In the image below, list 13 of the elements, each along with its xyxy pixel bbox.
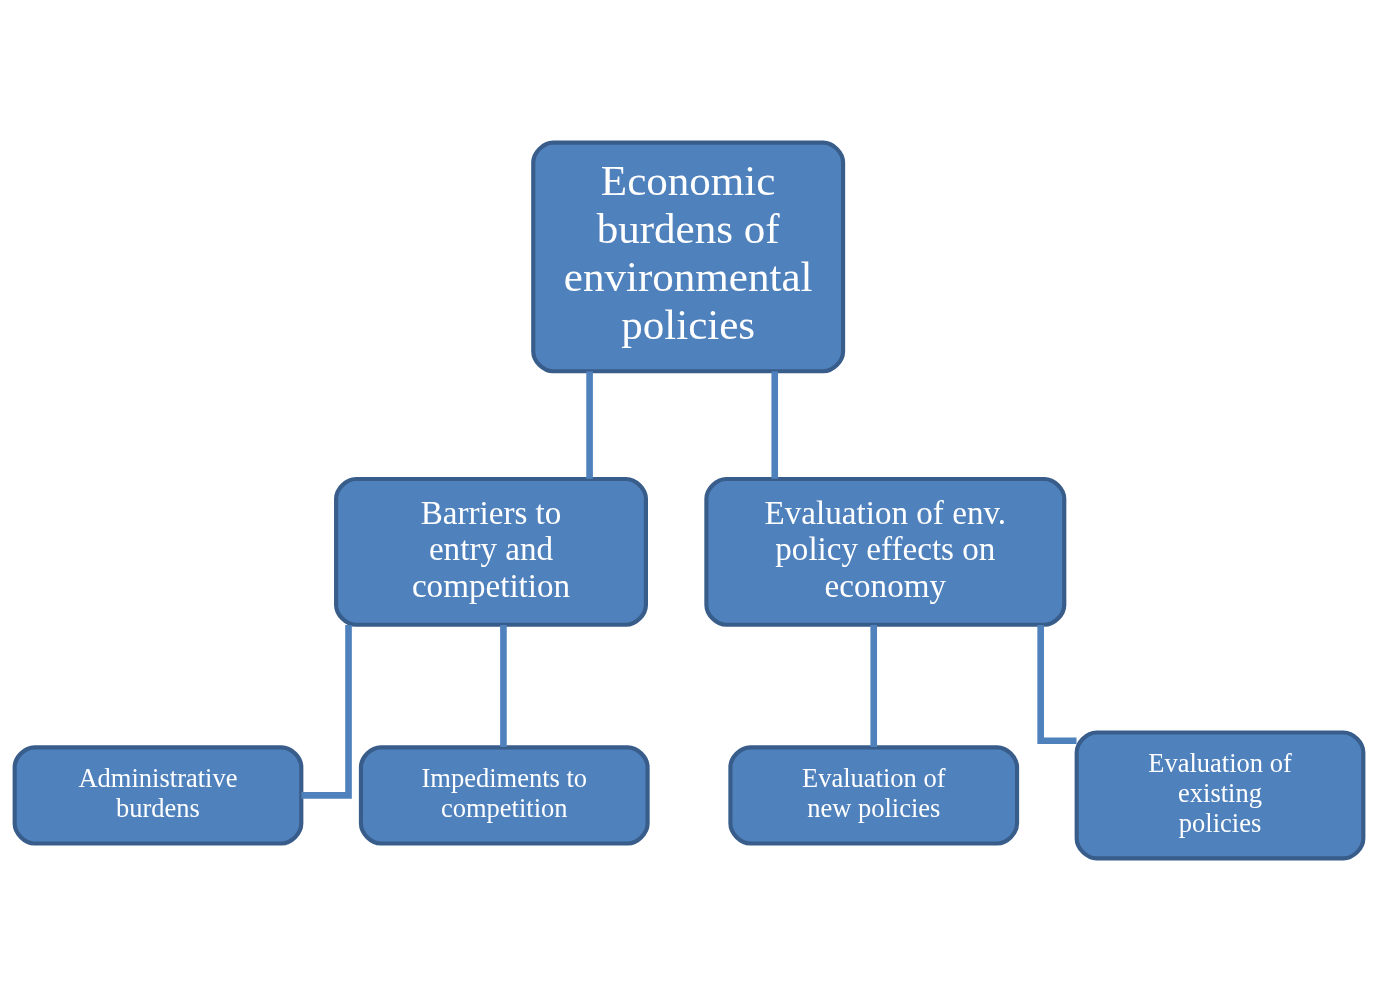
connector [870, 624, 878, 747]
connector [301, 624, 352, 799]
node-box: Evaluation of existing policies [1074, 729, 1366, 860]
connector [771, 370, 779, 479]
node-box: Barriers to entry and competition [334, 476, 648, 627]
node-box: Administrative burdens [12, 744, 304, 846]
connector [500, 624, 507, 747]
node-box: Impediments to competition [358, 744, 650, 846]
node-box: Evaluation of new policies [728, 744, 1020, 846]
connector [1037, 624, 1077, 744]
node-box: Evaluation of env. policy effects on economy [704, 476, 1067, 627]
node-box: Economic burdens of environmental policies [531, 140, 846, 373]
connector [586, 370, 593, 479]
